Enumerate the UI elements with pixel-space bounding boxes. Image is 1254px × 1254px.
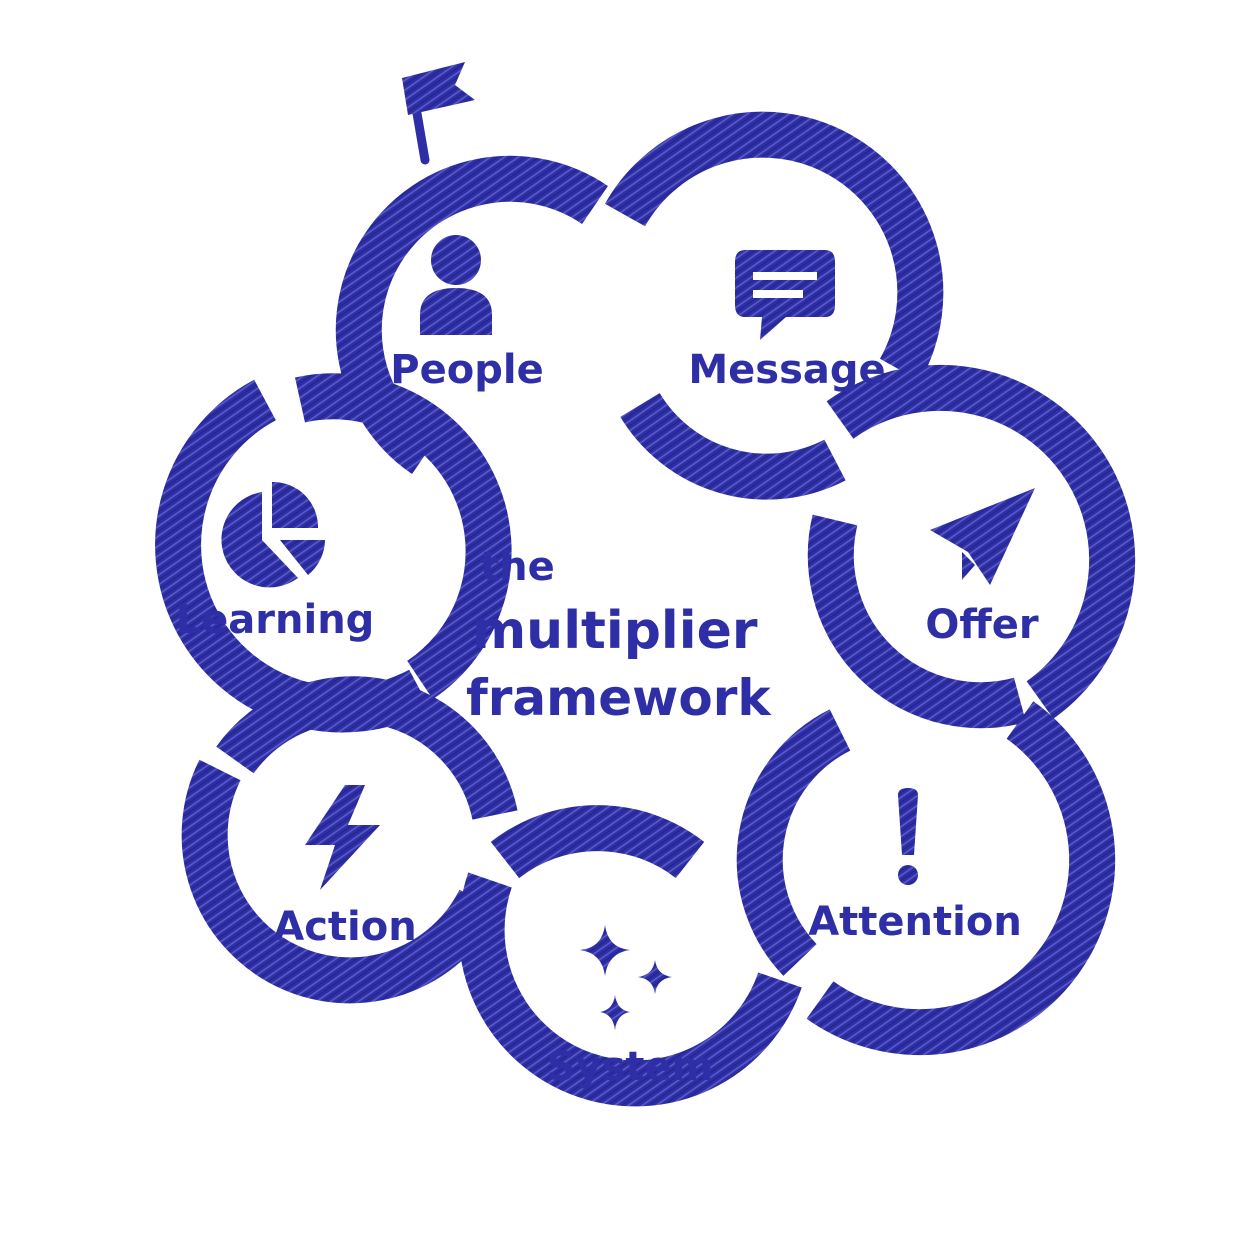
- center-title: the multiplier framework: [466, 544, 772, 727]
- rings: [155, 111, 1136, 1107]
- sparkles-icon: [580, 925, 672, 1030]
- node-offer: Offer: [925, 488, 1039, 648]
- ring-message: [604, 111, 944, 500]
- ring-system: [458, 805, 802, 1107]
- node-system: System: [547, 925, 714, 1090]
- ring-learning: [155, 373, 512, 733]
- ring-attention: [736, 701, 1116, 1056]
- node-label: System: [547, 1044, 714, 1090]
- node-action: Action: [273, 785, 417, 950]
- person-icon: [420, 235, 492, 335]
- paper-plane-icon: [930, 488, 1035, 585]
- flag-icon: [402, 62, 475, 165]
- title-line-framework: framework: [466, 669, 772, 727]
- node-label: Offer: [925, 602, 1039, 648]
- title-line-the: the: [480, 544, 555, 590]
- ring-offer: [807, 364, 1136, 729]
- chat-bubble-icon: [735, 250, 835, 340]
- node-label: Message: [688, 347, 885, 393]
- node-label: Attention: [808, 899, 1022, 945]
- node-label: Learning: [176, 597, 375, 643]
- pie-chart-icon: [221, 481, 325, 588]
- exclamation-icon: [898, 788, 918, 885]
- title-line-multiplier: multiplier: [472, 601, 758, 661]
- node-people: People: [390, 235, 544, 393]
- lightning-icon: [305, 785, 380, 890]
- node-attention: Attention: [808, 788, 1022, 945]
- node-label: Action: [273, 904, 416, 950]
- node-message: Message: [688, 250, 886, 393]
- node-label: People: [390, 347, 543, 393]
- node-learning: Learning: [176, 481, 375, 643]
